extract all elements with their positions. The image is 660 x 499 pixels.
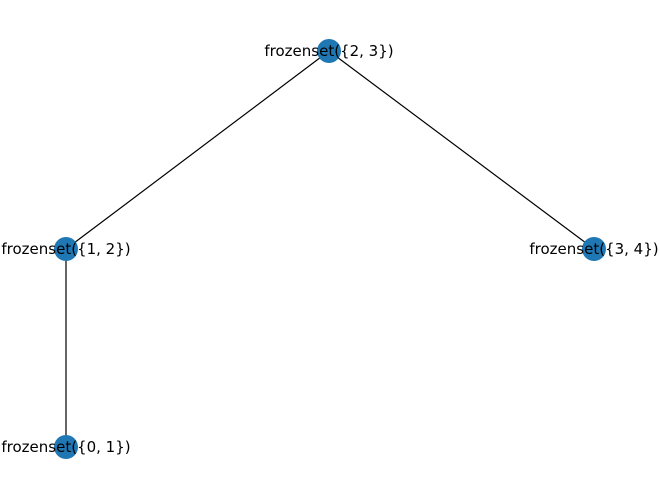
edge-n23-n34 [328,50,595,250]
node-n23 [317,39,341,63]
node-label-n12: frozenset({1, 2}) [1,240,130,258]
nodes-layer [54,39,606,459]
labels-layer: frozenset({2, 3}) frozenset({1, 2}) frozen… [1,42,658,456]
node-n34 [582,237,606,261]
edges-layer [65,50,595,447]
node-n01 [54,435,78,459]
node-n12 [54,237,78,261]
node-label-n01: frozenset({0, 1}) [1,438,130,456]
node-label-n34: frozenset({3, 4}) [529,240,658,258]
edge-n23-n12 [65,50,330,250]
node-label-n23: frozenset({2, 3}) [264,42,393,60]
